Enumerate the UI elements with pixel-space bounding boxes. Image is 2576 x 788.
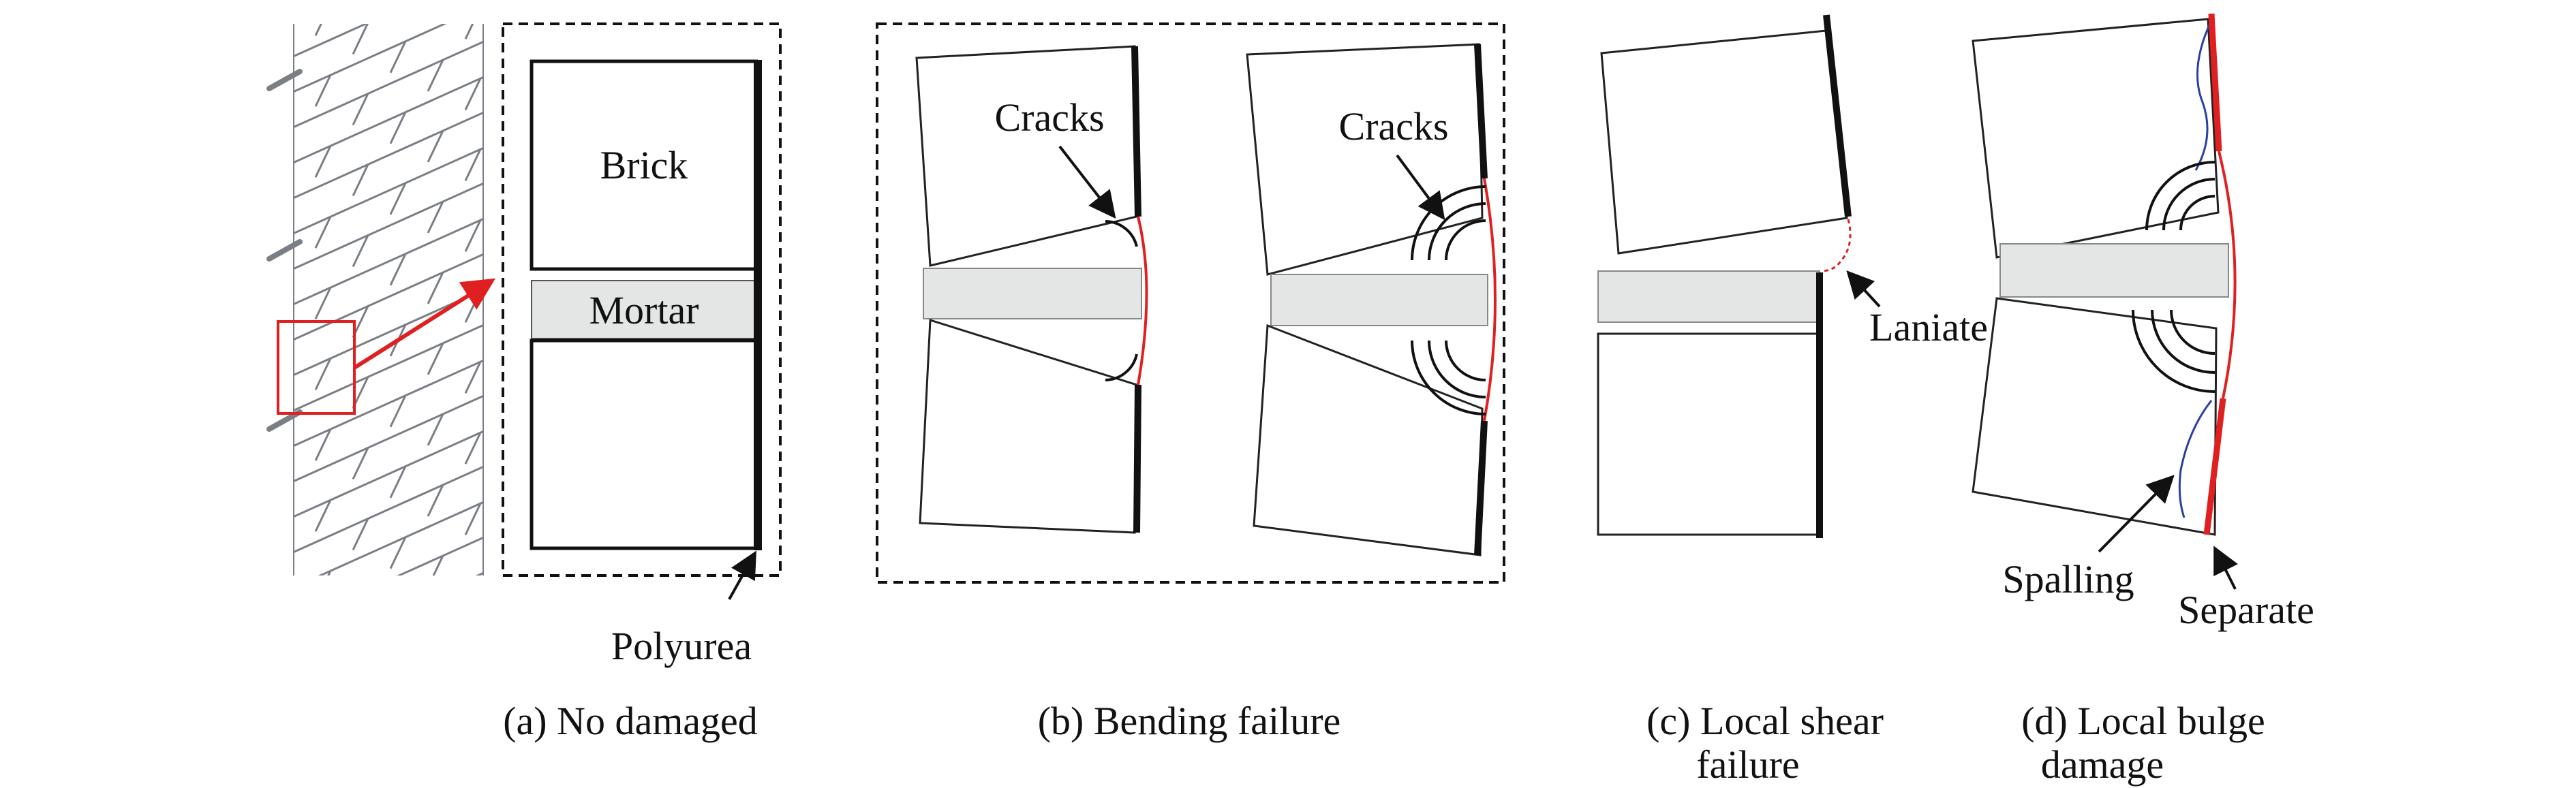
laniate-tear — [1820, 219, 1852, 272]
cracks-arrow-right — [1396, 154, 1445, 221]
polyurea-left-bottom — [1133, 384, 1141, 533]
crack-left-bottom — [1105, 353, 1138, 381]
spalling-arrow — [2098, 475, 2175, 553]
bending-specimen-right: Cracks — [1246, 43, 1497, 556]
brick-wall — [293, 24, 484, 576]
mortar-joint — [531, 280, 757, 339]
separate-arrow — [2213, 546, 2238, 590]
polyurea-left-red — [1137, 216, 1148, 385]
bulge-cracks-bottom — [2132, 309, 2215, 393]
detail-frame-a — [502, 22, 782, 577]
detail-frame-b — [876, 22, 1505, 584]
bending-specimen-left: Cracks — [915, 45, 1148, 534]
polyurea-right-bottom — [1474, 420, 1488, 556]
shear-polyurea-top — [1823, 14, 1852, 217]
brick-label: Brick — [600, 143, 688, 187]
brick-bottom — [530, 338, 758, 550]
laniate-label: Laniate — [1869, 305, 1988, 349]
separated-polyurea-bulge — [2218, 151, 2237, 399]
brick-bottom-left — [919, 318, 1138, 534]
shear-mortar — [1597, 270, 1820, 323]
panel-c: Laniate (c) Local shear failure — [1597, 14, 1988, 787]
separated-polyurea-top — [2208, 13, 2222, 152]
panel-b: Cracks Cracks (b) Bending fail — [876, 22, 1505, 743]
bulge-cracks-top — [2145, 161, 2215, 231]
caption-d-line1: (d) Local bulge — [2021, 699, 2265, 743]
mortar-right — [1270, 274, 1488, 326]
mortar-left — [923, 268, 1142, 319]
polyurea-right-top — [1474, 44, 1488, 179]
separated-polyurea-bottom — [2203, 398, 2226, 535]
cracks-label-left: Cracks — [994, 95, 1104, 140]
shear-brick-bottom — [1597, 332, 1821, 536]
cracks-right-bottom — [1411, 340, 1486, 415]
bulge-mortar — [1999, 243, 2229, 298]
wall-ties — [266, 69, 303, 432]
caption-a: (a) No damaged — [503, 699, 758, 743]
spalling-label: Spalling — [2002, 557, 2134, 601]
polyurea-arrow — [728, 550, 756, 600]
caption-b: (b) Bending failure — [1038, 699, 1341, 743]
brick-top-left — [915, 45, 1138, 267]
laniate-arrow — [1846, 270, 1881, 308]
brick-top — [530, 59, 758, 271]
panel-a: Brick Mortar Polyurea (a) No damaged — [266, 22, 782, 743]
spalling-bottom — [2178, 400, 2213, 518]
cracks-label-right: Cracks — [1338, 104, 1448, 148]
crack-left-top — [1105, 220, 1138, 247]
caption-c-line2: failure — [1696, 742, 1799, 787]
shear-brick-top — [1600, 29, 1848, 255]
separate-label: Separate — [2178, 588, 2314, 632]
zoom-arrow — [353, 278, 496, 370]
mortar-label: Mortar — [589, 288, 699, 332]
polyurea-label: Polyurea — [611, 624, 752, 668]
spalling-top — [2194, 20, 2213, 171]
cracks-arrow-left — [1058, 145, 1116, 219]
brick-bottom-right — [1253, 324, 1484, 556]
brick-top-right — [1246, 43, 1484, 276]
panel-d: Spalling Separate (d) Local bulge damage — [1972, 13, 2314, 787]
bulge-brick-top — [1972, 18, 2220, 259]
caption-c-line1: (c) Local shear — [1646, 699, 1884, 743]
polyurea-left-top — [1131, 46, 1141, 217]
polyurea-right-red — [1483, 178, 1497, 422]
caption-d-line2: damage — [2041, 742, 2164, 787]
